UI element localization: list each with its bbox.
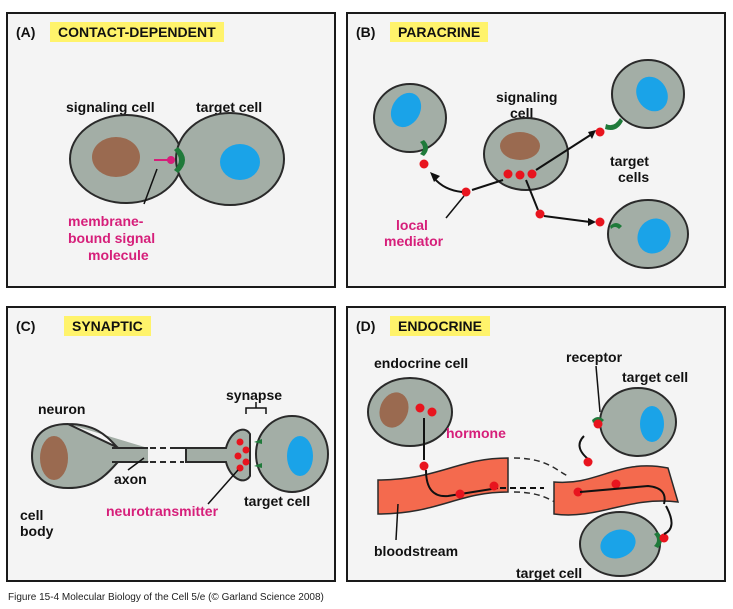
panel-endocrine: (D) ENDOCRINE endocrine cell receptor ta… bbox=[346, 306, 726, 582]
pointer-line bbox=[143, 168, 158, 205]
label-signaling-1: signaling bbox=[496, 89, 557, 105]
target-cell-nucleus bbox=[220, 144, 260, 180]
figure-caption: Figure 15-4 Molecular Biology of the Cel… bbox=[8, 592, 324, 603]
synaptic-diagram: neuron synapse axon cell body neurotrans… bbox=[20, 387, 329, 539]
panel-paracrine: (B) PARACRINE signaling cell bbox=[346, 12, 726, 288]
panel-title: ENDOCRINE bbox=[390, 316, 491, 336]
label-synapse: synapse bbox=[226, 387, 282, 403]
target-cell-nucleus bbox=[636, 76, 668, 112]
panel-title: PARACRINE bbox=[390, 22, 489, 42]
arrow bbox=[525, 179, 539, 211]
label-membrane-1: membrane- bbox=[68, 213, 144, 229]
label-target-2: cells bbox=[618, 169, 649, 185]
pointer-line bbox=[445, 195, 465, 219]
mediator-dot bbox=[419, 159, 429, 169]
panel-synaptic: (C) SYNAPTIC neuron synapse axon cell bo… bbox=[6, 306, 336, 582]
bloodstream-segment bbox=[553, 465, 680, 516]
mediator-dot bbox=[503, 169, 513, 179]
bloodstream bbox=[377, 457, 509, 515]
label-neuron: neuron bbox=[38, 401, 85, 417]
label-target-1: target bbox=[610, 153, 649, 169]
label-signaling-2: cell bbox=[510, 105, 533, 121]
label-signaling-cell: signaling cell bbox=[66, 99, 155, 115]
neuron-nucleus bbox=[40, 436, 68, 480]
target-cell-nucleus bbox=[390, 92, 422, 128]
receptor-icon bbox=[174, 147, 185, 173]
mediator-dot bbox=[595, 217, 605, 227]
contact-dependent-diagram: signaling cell target cell membrane- bou… bbox=[66, 99, 285, 263]
endocrine-diagram: endocrine cell receptor target cell horm… bbox=[367, 349, 688, 580]
target-cell bbox=[599, 387, 677, 457]
label-receptor: receptor bbox=[566, 349, 623, 365]
paracrine-diagram: signaling cell target c bbox=[373, 59, 689, 269]
mediator-dot bbox=[527, 169, 537, 179]
receptor-icon bbox=[610, 223, 622, 229]
panel-contact-dependent: (A) CONTACT-DEPENDENT signaling cell tar… bbox=[6, 12, 336, 288]
panel-letter: (A) bbox=[16, 24, 36, 40]
synapse-bracket bbox=[245, 402, 267, 414]
label-target-cell: target cell bbox=[196, 99, 262, 115]
arrow bbox=[543, 215, 591, 223]
membrane-signal-molecule bbox=[167, 156, 175, 164]
label-hormone: hormone bbox=[446, 425, 506, 441]
label-membrane-3: molecule bbox=[88, 247, 149, 263]
label-target-cell-bottom: target cell bbox=[516, 565, 582, 580]
receptor-icon bbox=[420, 140, 428, 156]
receptor-icon bbox=[605, 118, 623, 130]
axon-terminal bbox=[185, 428, 251, 482]
panel-title: CONTACT-DEPENDENT bbox=[50, 22, 224, 42]
label-neurotransmitter: neurotransmitter bbox=[106, 503, 219, 519]
receptor-icon bbox=[254, 439, 262, 468]
mediator-dot bbox=[515, 170, 525, 180]
panel-letter: (C) bbox=[16, 318, 36, 334]
arrow bbox=[471, 179, 504, 191]
panel-title: SYNAPTIC bbox=[64, 316, 151, 336]
panel-letter: (B) bbox=[356, 24, 376, 40]
mediator-dot bbox=[461, 187, 471, 197]
target-cell-nucleus bbox=[637, 218, 671, 254]
target-cell-nucleus bbox=[600, 529, 636, 559]
target-cell-nucleus bbox=[287, 436, 313, 476]
mediator-dot bbox=[595, 127, 605, 137]
signaling-cell-nucleus bbox=[500, 132, 540, 160]
label-cell-1: cell bbox=[20, 507, 43, 523]
target-cell-nucleus bbox=[640, 406, 664, 442]
panel-letter: (D) bbox=[356, 318, 376, 334]
label-local-2: mediator bbox=[384, 233, 444, 249]
mediator-dot bbox=[535, 209, 545, 219]
label-axon: axon bbox=[114, 471, 147, 487]
label-local-1: local bbox=[396, 217, 428, 233]
label-cell-2: body bbox=[20, 523, 54, 539]
cropped-title-fragment bbox=[220, 0, 480, 10]
arrow bbox=[433, 177, 463, 193]
label-target-cell: target cell bbox=[244, 493, 310, 509]
arrow bbox=[535, 133, 593, 171]
label-bloodstream: bloodstream bbox=[374, 543, 458, 559]
label-target-cell-top: target cell bbox=[622, 369, 688, 385]
endocrine-nucleus bbox=[379, 392, 409, 428]
label-membrane-2: bound signal bbox=[68, 230, 155, 246]
label-endocrine-cell: endocrine cell bbox=[374, 355, 468, 371]
signaling-cell-nucleus bbox=[92, 137, 140, 177]
